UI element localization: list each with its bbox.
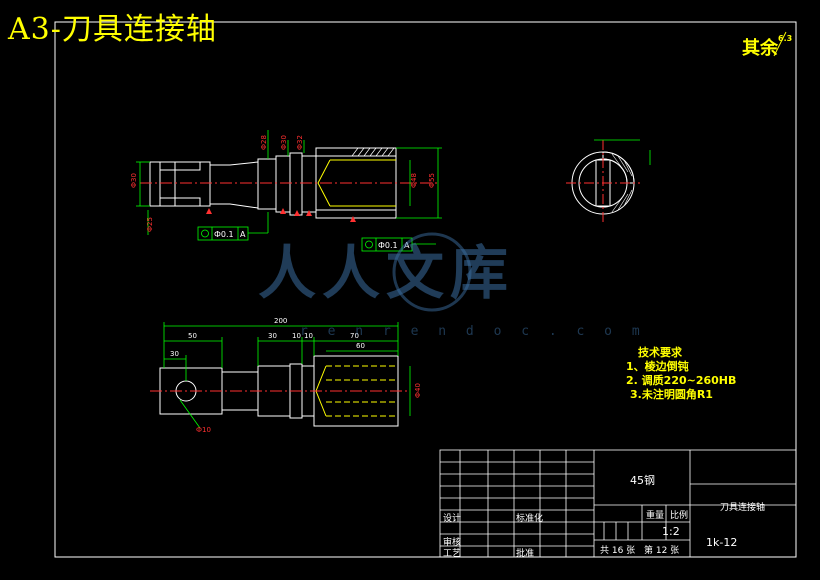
tb-drawing-no: 1k-12 (706, 536, 738, 549)
dim-top-2: 30 (170, 350, 179, 358)
dim-front-4: Ф32 (296, 135, 304, 150)
tb-process: 工艺 (443, 549, 462, 559)
tolerance-frame-left (197, 212, 269, 241)
tech-item-1: 1、棱边倒钝 (626, 360, 689, 373)
dim-top-0: 200 (274, 317, 287, 325)
tb-weight-label: 重量 (646, 511, 665, 521)
tb-sheets-total: 共 16 张 (600, 546, 636, 556)
dim-front-1: Ф25 (146, 217, 154, 232)
roughness-note: 其余6.3 (742, 34, 792, 60)
tb-standardization: 标准化 (516, 514, 544, 524)
sheet-border (54, 21, 797, 558)
tb-part-name: 刀具连接轴 (720, 503, 766, 513)
dim-front-0: Ф30 (130, 173, 138, 188)
tb-reviewer: 审核 (443, 538, 462, 548)
tech-item-2: 2. 调质220~260HB (626, 374, 737, 387)
tb-designer: 设计 (443, 514, 462, 524)
title-block (439, 449, 797, 558)
dim-front-3: Ф30 (280, 135, 288, 150)
tb-scale-label: 比例 (670, 511, 689, 521)
tb-scale: 1:2 (662, 525, 680, 538)
tb-material: 45钢 (630, 474, 655, 487)
tol-left-value: Ф0.1 (214, 230, 234, 239)
front-dims (136, 130, 442, 235)
dim-top-1: 50 (188, 332, 197, 340)
tolerance-frame-right (361, 237, 436, 252)
tech-heading: 技术要求 (638, 346, 682, 359)
tech-item-3: 3.未注明圆角R1 (630, 388, 713, 401)
dim-top-4: 10 (292, 332, 301, 340)
dim-front-5: Ф55 (428, 173, 436, 188)
section-view (566, 139, 651, 222)
drawing-title: A3-刀具连接轴 (8, 12, 217, 47)
dim-front-6: Ф48 (410, 173, 418, 188)
watermark-url: r e n r e n d o c . c o m (300, 324, 646, 339)
roughness-symbol (773, 31, 787, 57)
top-dims (163, 322, 411, 429)
watermark-ring (392, 232, 472, 312)
tol-right-datum: A (404, 241, 410, 250)
top-view (150, 355, 410, 427)
dim-top-8: Ф10 (196, 426, 211, 434)
tol-left-datum: A (240, 230, 246, 239)
tol-right-value: Ф0.1 (378, 241, 398, 250)
tech-requirements: 技术要求 1、棱边倒钝 2. 调质220~260HB 3.未注明圆角R1 (626, 346, 736, 402)
tb-sheet-no: 第 12 张 (644, 546, 680, 556)
datum-markers (206, 208, 356, 222)
dim-top-9: Ф40 (414, 383, 422, 398)
roughness-label: 其余 (742, 38, 778, 59)
dim-top-5: 10 (304, 332, 313, 340)
roughness-value: 6.3 (778, 34, 793, 43)
dim-top-7: 60 (356, 342, 365, 350)
dim-top-6: 70 (350, 332, 359, 340)
dim-front-2: Ф28 (260, 135, 268, 150)
front-view (140, 147, 440, 219)
tb-approve: 批准 (516, 549, 535, 559)
watermark-brand: 人人文库 (258, 239, 515, 307)
dim-top-3: 30 (268, 332, 277, 340)
